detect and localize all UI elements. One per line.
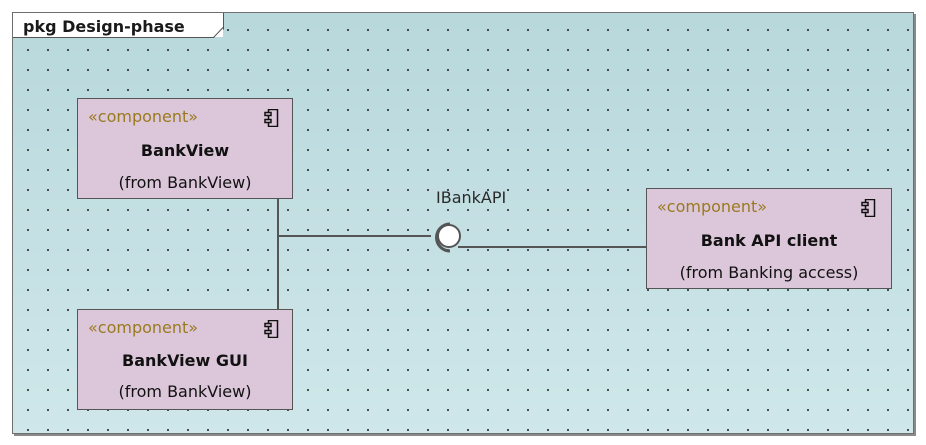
component-origin: (from Banking access)	[679, 263, 859, 282]
component-name: BankView	[140, 141, 230, 160]
component-icon	[264, 319, 280, 339]
package-name-tab[interactable]: pkg Design-phase	[13, 13, 235, 38]
package-tab-outline	[13, 13, 224, 38]
component-icon	[861, 198, 877, 218]
component-name: BankView GUI	[122, 351, 248, 370]
component-bankview-gui[interactable]: «component» BankView GUI (from BankView)	[77, 309, 293, 410]
component-bank-api-client[interactable]: «component» Bank API client (from Bankin…	[646, 188, 892, 289]
component-origin: (from BankView)	[118, 173, 252, 192]
component-stereotype: «component»	[657, 197, 768, 216]
component-stereotype: «component»	[88, 107, 199, 126]
connector-layer	[277, 199, 646, 309]
component-stereotype: «component»	[88, 318, 199, 337]
component-bankview[interactable]: «component» BankView (from BankView)	[77, 98, 293, 199]
provided-interface-ball	[437, 224, 461, 248]
component-name: Bank API client	[700, 231, 838, 250]
package-frame[interactable]: pkg Design-phase IBankAPI «component» Ba…	[12, 12, 914, 434]
component-icon	[264, 108, 280, 128]
interface-label[interactable]: IBankAPI	[436, 188, 507, 207]
package-label: pkg Design-phase	[23, 17, 185, 36]
component-origin: (from BankView)	[118, 382, 252, 401]
